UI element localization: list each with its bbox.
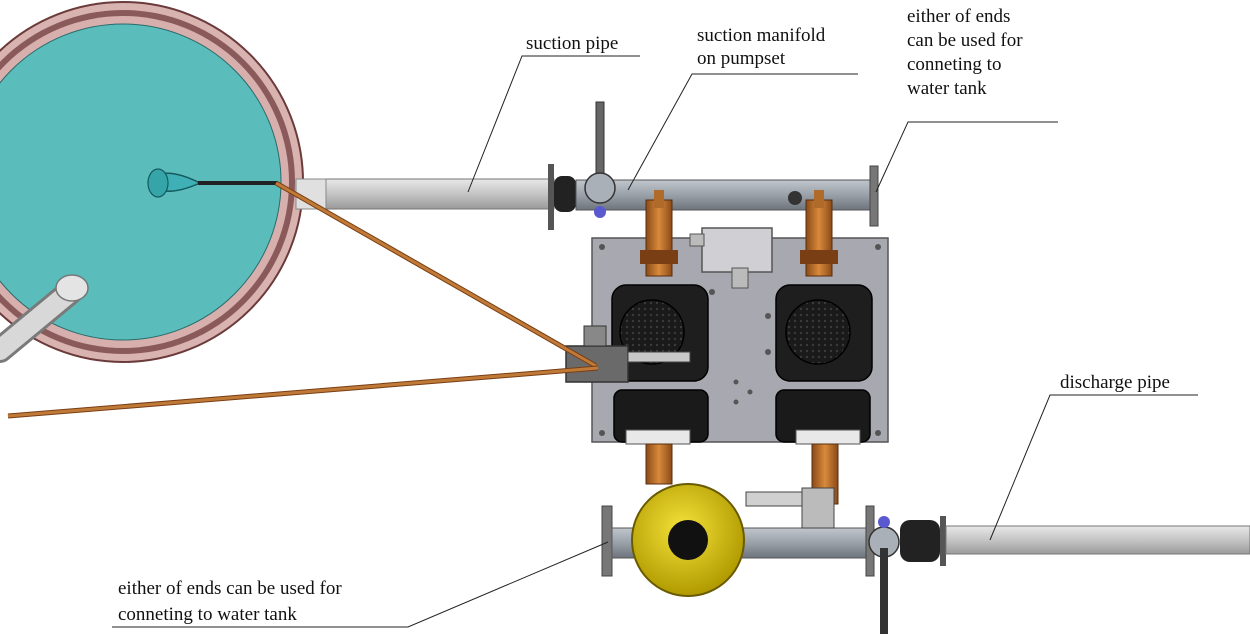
leader-suction-manifold [627,73,858,191]
suction-valve [584,101,616,218]
pump-right [775,190,873,505]
label-suction-manifold-line1: suction manifold [697,25,826,46]
suction-pipe [295,178,555,210]
label-either-ends-bottom-line2: conneting to water tank [118,604,297,625]
label-either-ends-top-line3: conneting to [907,54,1002,75]
tank-inlet-pipe [0,274,89,363]
leader-lines [112,55,1198,628]
label-either-ends-bottom-line1: either of ends can be used for [118,578,342,599]
float-switch [147,168,278,198]
discharge-valve [865,505,946,634]
leader-discharge-pipe [989,394,1198,541]
discharge-pipe [945,525,1250,555]
label-discharge-pipe: discharge pipe [1060,372,1170,393]
water-tank [0,1,304,363]
leader-suction-pipe [467,55,640,193]
label-suction-manifold-line2: on pumpset [697,48,786,69]
leader-either-ends-bottom [112,541,609,628]
label-either-ends-top-line1: either of ends [907,6,1011,27]
label-either-ends-top-line2: can be used for [907,30,1023,51]
float-cable [7,180,599,419]
label-either-ends-top-line4: water tank [907,78,987,99]
flow-meter [631,483,745,597]
label-suction-pipe: suction pipe [526,33,619,54]
leader-either-ends-top [875,121,1058,193]
discharge-manifold [601,483,946,634]
